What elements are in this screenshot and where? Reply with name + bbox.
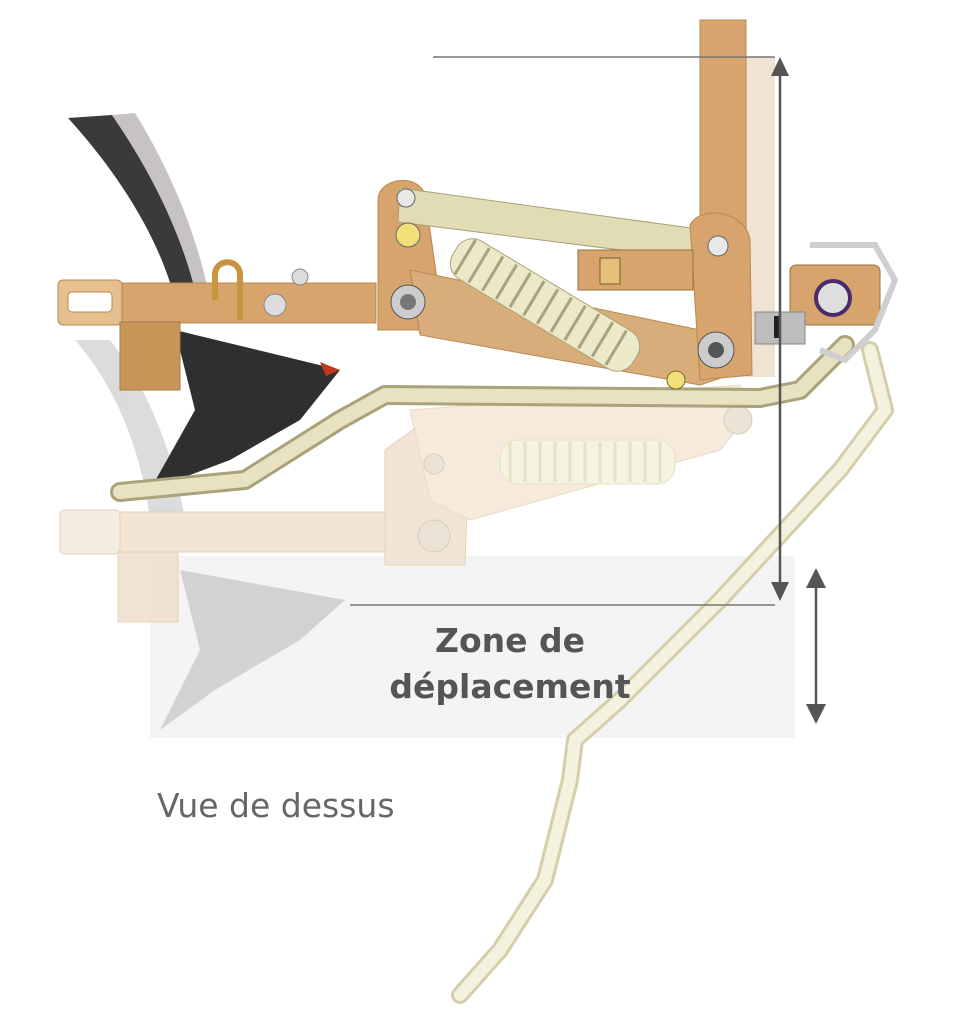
pivot-bolts [390, 188, 735, 390]
displacement-arrow-icon [806, 568, 826, 724]
tine-rod-lower-highlight [454, 344, 891, 1001]
frame-bar [117, 282, 377, 324]
guide-rod-highlight [113, 338, 852, 499]
displacement-zone-label: Zone de déplacement [330, 618, 690, 710]
frame-bolt [263, 293, 287, 317]
ghost-clamp-block [117, 551, 179, 623]
hitch-slot [67, 291, 113, 313]
zone-label-line2: déplacement [389, 667, 631, 706]
ghost-pivot-bolt [417, 519, 451, 553]
tine-blade-edge [112, 113, 208, 290]
ghost-pivot-bolt [423, 453, 445, 475]
adjuster-block [577, 249, 694, 291]
ghost-hitch-plate [59, 509, 121, 555]
u-bolt [212, 259, 243, 320]
tine-shoe-tip [320, 362, 340, 376]
frame-bolt [291, 268, 309, 286]
ghost-tine-shoe [160, 570, 345, 730]
adjuster-nut [599, 257, 621, 285]
ghost-spring [499, 439, 676, 485]
zone-label-line1: Zone de [435, 621, 585, 660]
ghost-assembly [59, 340, 753, 730]
tine-shoe [150, 330, 340, 490]
measure-arrow-icon [771, 57, 789, 601]
ghost-tine-blade [75, 340, 185, 520]
view-caption: Vue de dessus [157, 786, 395, 825]
tine-blade [68, 115, 195, 300]
clamp-block [119, 321, 181, 391]
main-spring [449, 238, 641, 372]
ghost-pivot-bolt [723, 405, 753, 435]
